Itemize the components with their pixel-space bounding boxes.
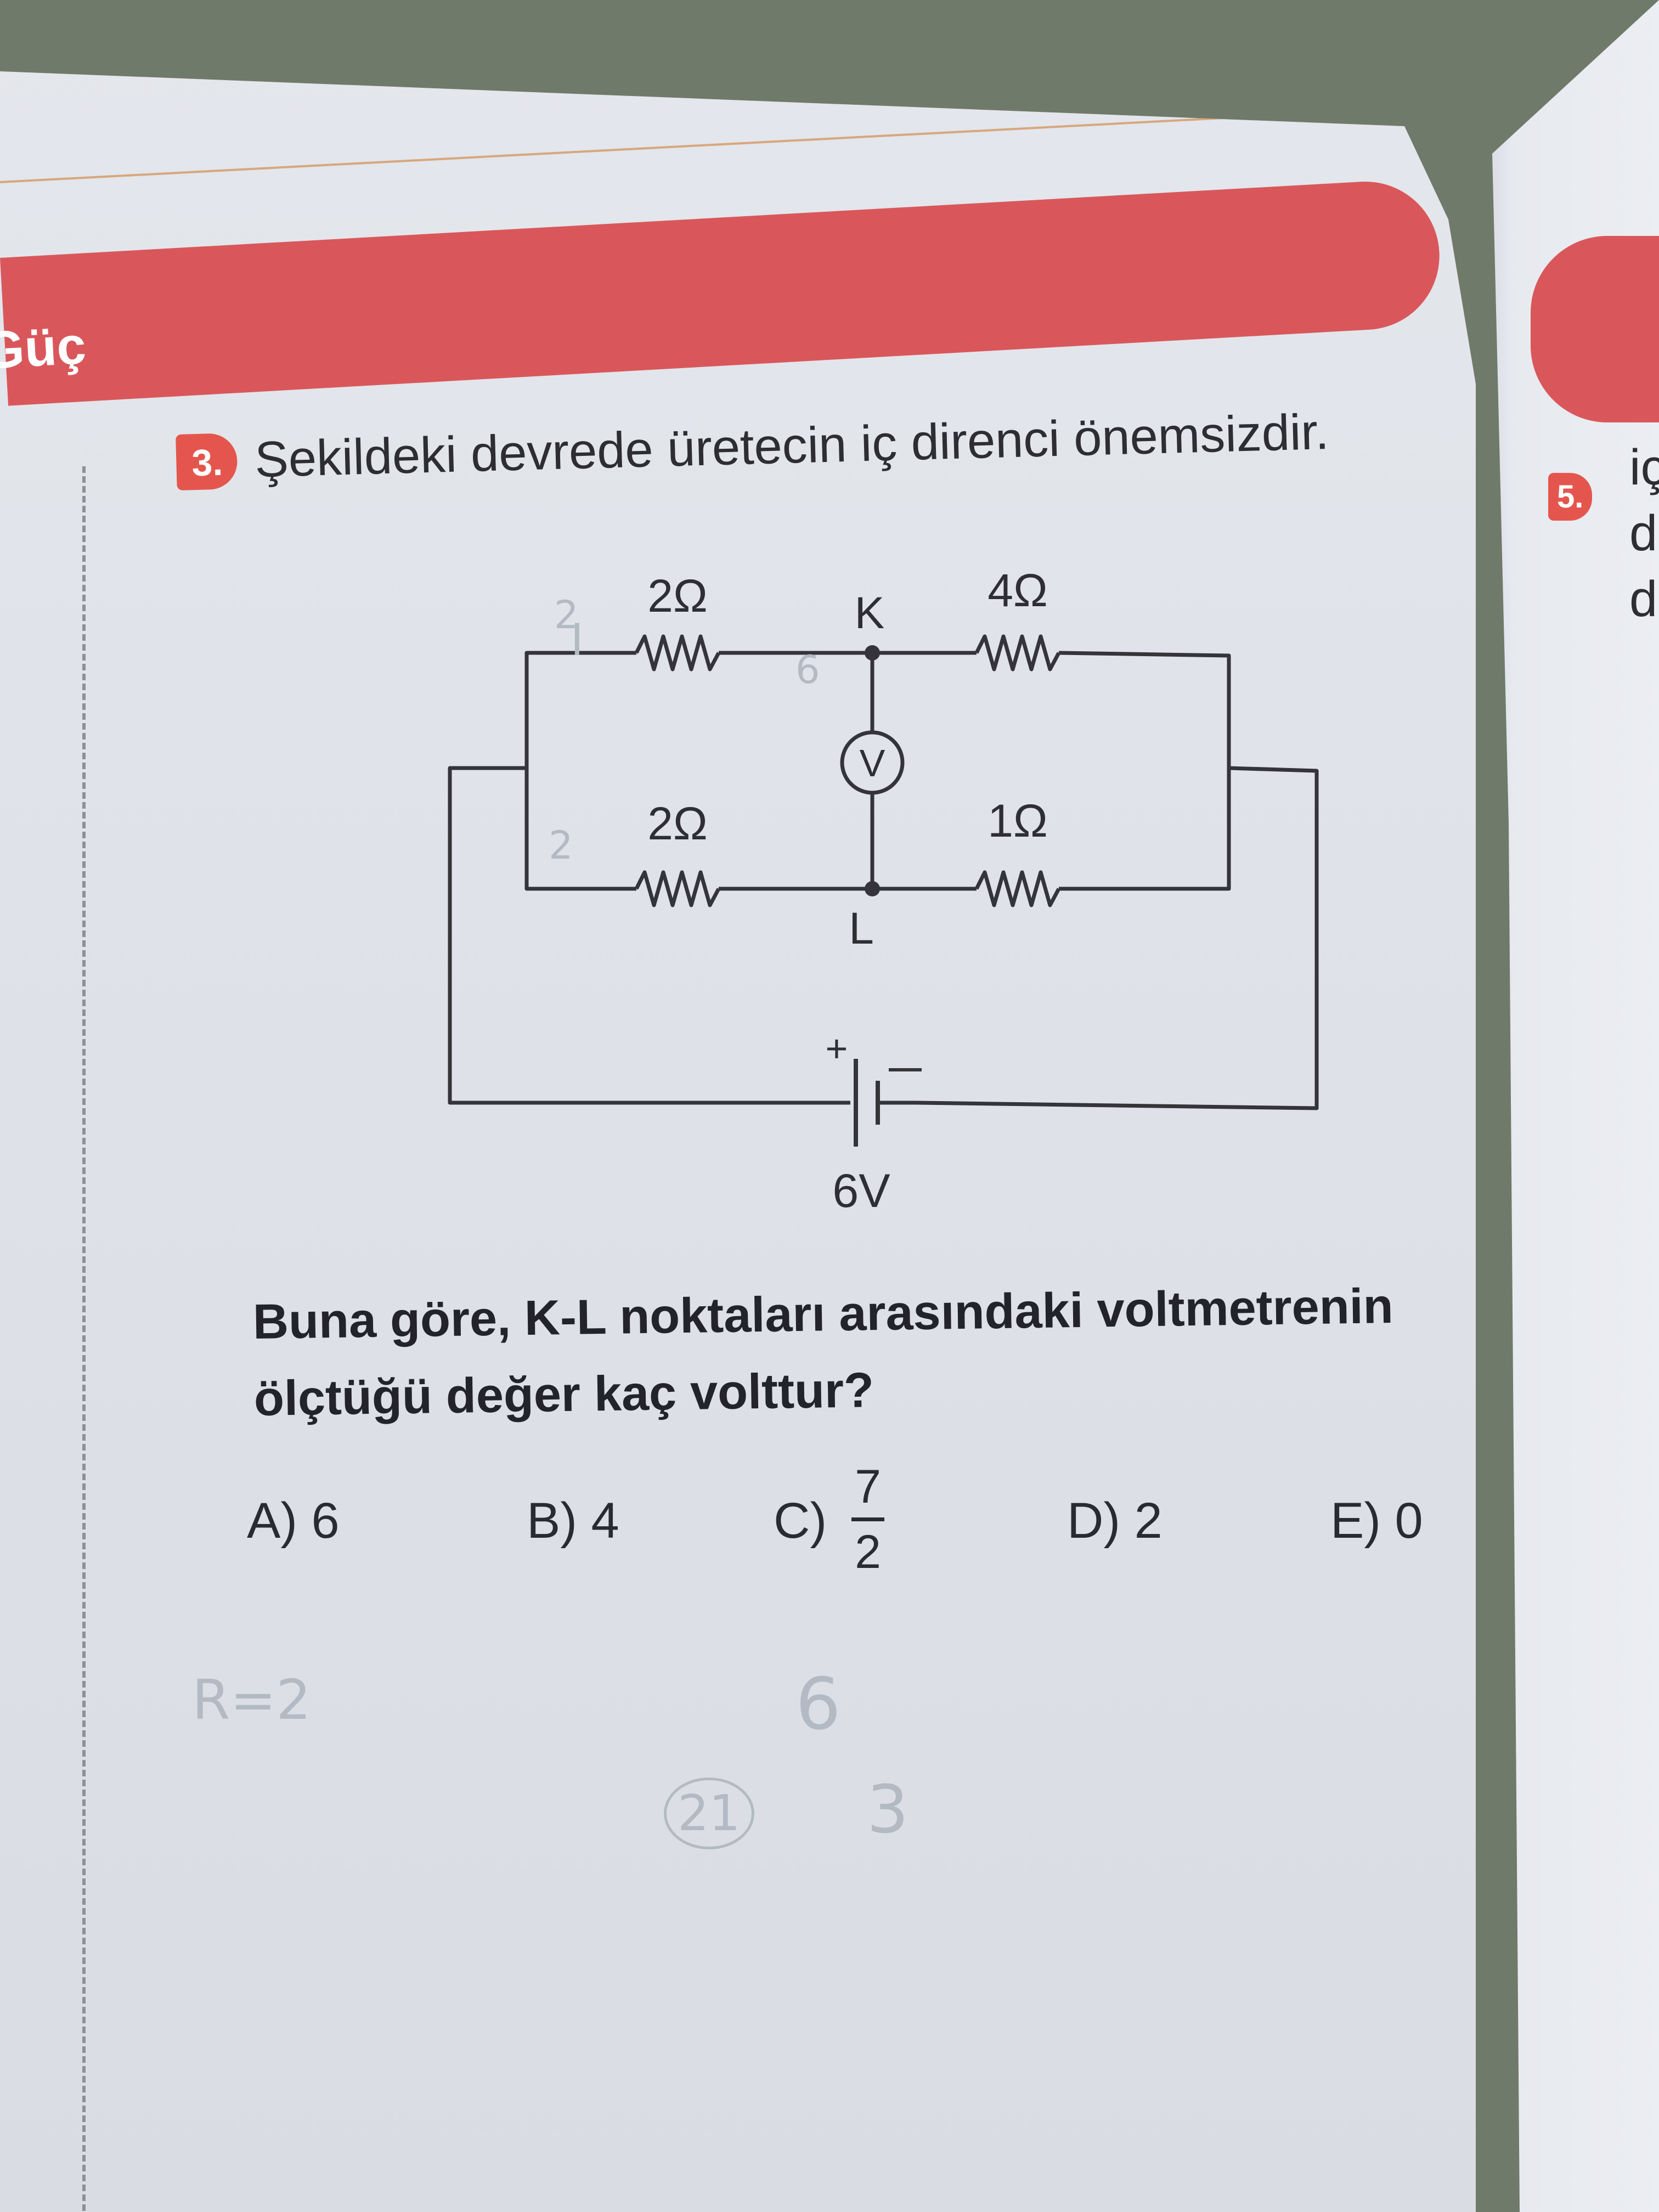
next-page-text: d xyxy=(1629,505,1658,561)
circuit-diagram: V 2Ω 4Ω 2Ω 1Ω K L + 6V xyxy=(448,565,1319,1217)
resistor-bottom-right xyxy=(974,870,1061,907)
next-question-number-badge: 5. xyxy=(1548,473,1593,521)
pencil-note: R=2 xyxy=(192,1668,311,1732)
label-r-top-right: 4Ω xyxy=(988,565,1048,616)
wire-inner-left xyxy=(524,656,636,891)
label-node-l: L xyxy=(849,904,874,953)
option-a[interactable]: A) 6 xyxy=(247,1493,340,1549)
option-c-numerator: 7 xyxy=(855,1460,881,1513)
pencil-note: 2 xyxy=(549,823,573,868)
pencil-note: 21 xyxy=(664,1778,754,1849)
option-c-label[interactable]: C) xyxy=(774,1493,827,1549)
dashed-margin-line xyxy=(82,466,86,2211)
resistor-top-left xyxy=(634,634,721,672)
option-b[interactable]: B) 4 xyxy=(527,1493,619,1549)
resistor-top-right xyxy=(974,634,1061,672)
label-r-bottom-left: 2Ω xyxy=(647,798,708,849)
option-c-denominator: 2 xyxy=(855,1526,881,1578)
textbook-page xyxy=(0,71,1476,2212)
page-top-rule xyxy=(0,106,1425,183)
label-r-bottom-right: 1Ω xyxy=(988,795,1048,847)
option-d[interactable]: D) 2 xyxy=(1067,1493,1163,1549)
next-page-text: d xyxy=(1629,571,1658,627)
chapter-banner xyxy=(0,177,1443,406)
label-battery-plus: + xyxy=(826,1027,848,1070)
next-page-text: iç xyxy=(1629,439,1659,495)
wire-bottom-right xyxy=(1059,779,1231,891)
question-number-badge: 3. xyxy=(176,432,238,490)
voltmeter-circle xyxy=(840,730,905,795)
fraction-bar xyxy=(851,1517,884,1521)
pencil-note: 3 xyxy=(867,1772,909,1848)
pencil-note: 6 xyxy=(795,647,820,692)
pencil-note: 6 xyxy=(795,1662,841,1746)
label-battery-voltage: 6V xyxy=(832,1165,890,1217)
node-l-dot xyxy=(865,881,880,896)
chapter-title: Güç xyxy=(0,316,88,380)
node-k-dot xyxy=(865,645,880,661)
option-e[interactable]: E) 0 xyxy=(1330,1493,1423,1549)
pencil-note: I xyxy=(571,614,584,665)
pencil-note: 2 xyxy=(554,592,579,637)
wire-top-right xyxy=(1058,651,1231,779)
next-page-banner xyxy=(1531,236,1659,422)
voltmeter-label: V xyxy=(860,742,885,785)
option-c-fraction[interactable]: 7 2 xyxy=(851,1459,884,1579)
wire-outer-right xyxy=(916,766,1319,1110)
resistor-bottom-left xyxy=(634,870,721,907)
wire-outer-left xyxy=(448,766,850,1105)
label-r-top-left: 2Ω xyxy=(647,570,708,622)
wire-top-left xyxy=(524,651,636,656)
question-prompt: Buna göre, K-L noktaları arasındaki volt… xyxy=(252,1267,1462,1437)
label-node-k: K xyxy=(855,588,885,638)
